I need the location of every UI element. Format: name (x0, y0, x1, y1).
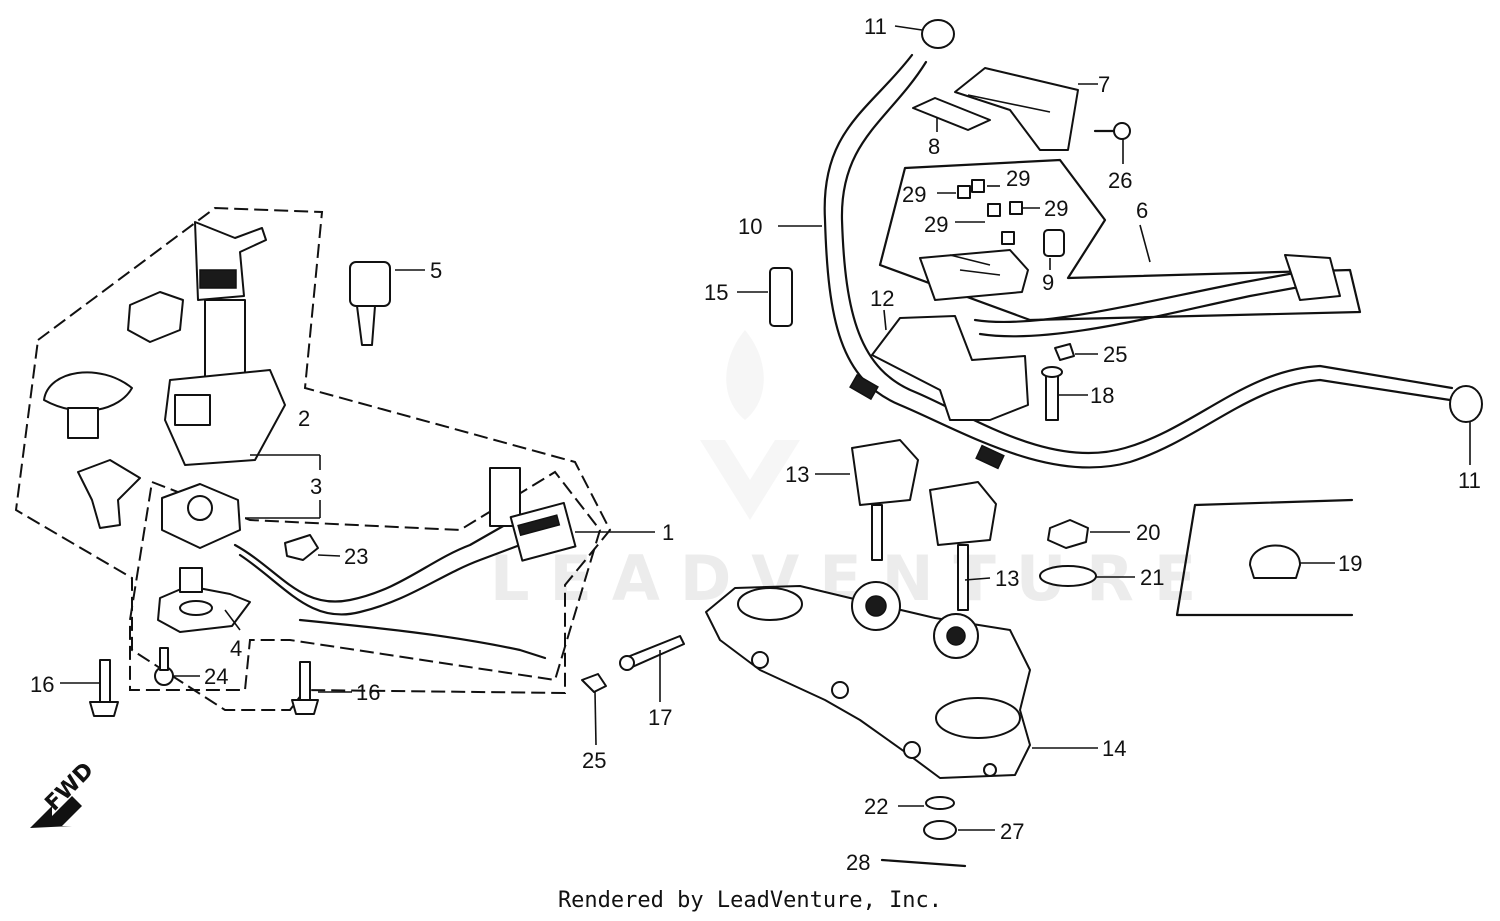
bolt-part17 (619, 635, 685, 671)
callout-18: 18 (1090, 383, 1114, 408)
callout-20: 20 (1136, 520, 1160, 545)
callout-19: 19 (1338, 551, 1362, 576)
switch-subgroup-outline (129, 470, 602, 691)
nut-part20 (1047, 519, 1089, 549)
callout-21: 21 (1140, 565, 1164, 590)
callout-5: 5 (430, 258, 442, 283)
callout-13-left: 13 (785, 462, 809, 487)
callout-29-c: 29 (924, 212, 948, 237)
callout-29-b: 29 (1006, 166, 1030, 191)
nut19-outline (1175, 498, 1354, 617)
washer-part21 (1039, 565, 1097, 587)
cap-nut-part19 (1249, 544, 1301, 579)
switch-housing-part12 (871, 315, 1029, 421)
callout-22: 22 (864, 794, 888, 819)
callout-17: 17 (648, 705, 672, 730)
callout-16-right: 16 (356, 680, 380, 705)
switch-bits-part29 (957, 179, 1023, 245)
callout-8: 8 (928, 134, 940, 159)
handlebar-switch-part6 (919, 229, 1341, 338)
screw-part23 (284, 534, 319, 561)
callout-25-upper: 25 (1103, 342, 1127, 367)
callout-26: 26 (1108, 168, 1132, 193)
spare-key-part5 (349, 261, 391, 346)
callout-1: 1 (662, 520, 674, 545)
switch-base-part4 (157, 567, 251, 633)
switch-cap (127, 291, 184, 343)
callout-25-lower: 25 (582, 748, 606, 773)
callout-15: 15 (704, 280, 728, 305)
leader-lines (60, 25, 1471, 831)
ignition-key (194, 221, 267, 301)
handlebar-holder-part13-right (929, 481, 997, 611)
footer-credit: Rendered by LeadVenture, Inc. (557, 888, 943, 913)
callout-7: 7 (1098, 72, 1110, 97)
handlebar-part10 (823, 53, 1454, 470)
ignition-switch-body (164, 299, 286, 466)
callout-11-top: 11 (864, 14, 887, 39)
callout-9: 9 (1042, 270, 1054, 295)
fork-top-bridge-part14 (705, 581, 1031, 779)
callout-13-right: 13 (995, 566, 1019, 591)
callout-2: 2 (298, 406, 310, 431)
bolt-part16-left (89, 659, 119, 717)
callout-14: 14 (1102, 736, 1126, 761)
callout-24: 24 (204, 664, 228, 689)
contact-plate (161, 483, 241, 549)
switch-wire-harness (233, 467, 577, 660)
callout-labels: 11 7 8 26 6 29 29 29 29 9 10 15 12 25 18… (30, 14, 1481, 875)
forward-direction-arrow: FWD (30, 758, 99, 828)
callout-27: 27 (1000, 819, 1024, 844)
callout-16-left: 16 (30, 672, 54, 697)
callout-3: 3 (310, 474, 322, 499)
callout-4: 4 (230, 636, 242, 661)
grip-part15 (769, 267, 793, 327)
ignition-group-outline (14, 206, 612, 711)
callout-10: 10 (738, 214, 762, 239)
callout-29-a: 29 (902, 182, 926, 207)
grip-end-part11-top (921, 19, 955, 49)
callout-28: 28 (846, 850, 870, 875)
watermark-logo (700, 330, 800, 520)
callout-23: 23 (344, 544, 368, 569)
nut-part27 (923, 820, 957, 840)
callout-11-right: 11 (1458, 468, 1481, 493)
nut-part25-upper (1054, 343, 1075, 361)
pin-part28 (880, 858, 967, 868)
handlebar-holder-part13-left (851, 439, 919, 561)
dust-cover (43, 371, 133, 439)
grip-end-part11-right (1449, 385, 1483, 423)
switch-cover-part7 (954, 67, 1079, 151)
switch-cam (77, 459, 141, 529)
bolt-part16-right (291, 661, 319, 715)
callout-12: 12 (870, 286, 894, 311)
plate-part8 (912, 97, 991, 131)
washer-part22 (925, 796, 955, 810)
bolt-part18 (1041, 366, 1063, 421)
screw-part26 (1093, 122, 1131, 140)
callout-29-d: 29 (1044, 196, 1068, 221)
callout-6: 6 (1136, 198, 1148, 223)
nut-part25-lower (581, 673, 607, 693)
